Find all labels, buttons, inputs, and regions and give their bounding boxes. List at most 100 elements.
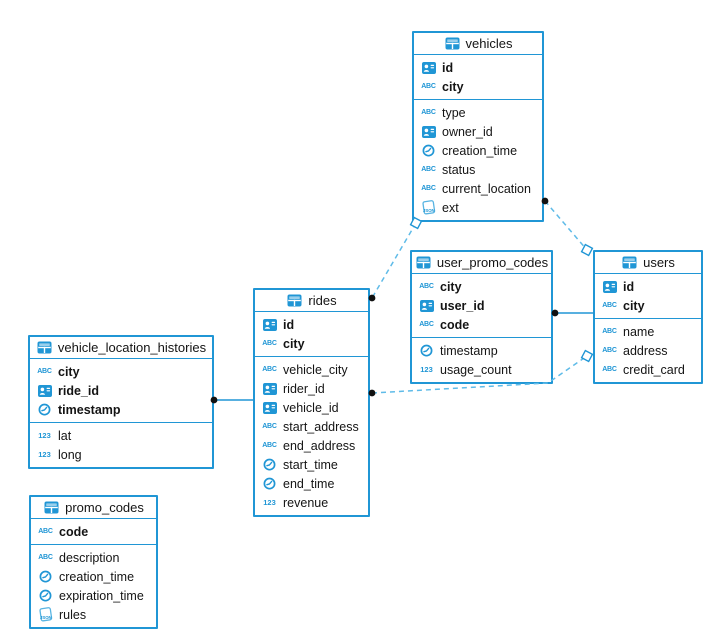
field-label: city [58, 364, 80, 379]
relationship-line[interactable] [544, 200, 588, 251]
relationship-vehicles-rides[interactable] [368, 216, 423, 302]
field-rides-rider_id[interactable]: rider_id [255, 379, 368, 398]
text-abc-icon: ABC [602, 328, 617, 335]
endpoint-dot [210, 396, 218, 404]
field-rides-id[interactable]: id [255, 315, 368, 334]
text-abc-icon: ABC [262, 442, 277, 449]
text-abc-icon: ABC [421, 83, 436, 90]
text-abc-icon: ABC [421, 166, 436, 173]
field-label: id [623, 279, 635, 294]
text-abc-icon: ABC [38, 554, 53, 561]
field-rides-end_address[interactable]: ABC end_address [255, 436, 368, 455]
numeric-123-icon: 123 [263, 498, 276, 507]
field-rides-start_time[interactable]: start_time [255, 455, 368, 474]
field-label: user_id [440, 298, 485, 313]
text-type-icon: ABC [420, 109, 437, 116]
text-type-icon: ABC [420, 166, 437, 173]
numeric-type-icon: 123 [418, 365, 435, 374]
json-type-icon: JSON [37, 607, 54, 622]
field-vehicle_location_histories-city[interactable]: ABC city [30, 362, 212, 381]
field-label: rules [59, 607, 87, 622]
field-vehicles-creation_time[interactable]: creation_time [414, 141, 542, 160]
endpoint-dot [541, 197, 549, 205]
field-promo_codes-creation_time[interactable]: creation_time [31, 567, 156, 586]
id-badge-icon [418, 299, 435, 312]
table-title: vehicles [465, 36, 513, 51]
table-header-rides[interactable]: rides [255, 290, 368, 312]
text-abc-icon: ABC [37, 368, 52, 375]
text-type-icon: ABC [261, 442, 278, 449]
table-header-user_promo_codes[interactable]: user_promo_codes [412, 252, 551, 274]
text-type-icon: ABC [601, 347, 618, 354]
id-badge-icon [261, 401, 278, 414]
table-header-vehicle_location_histories[interactable]: vehicle_location_histories [30, 337, 212, 359]
field-label: credit_card [623, 362, 685, 377]
field-promo_codes-rules[interactable]: JSON rules [31, 605, 156, 624]
field-vehicle_location_histories-lat[interactable]: 123 lat [30, 426, 212, 445]
relationship-vehicles-users[interactable] [541, 197, 594, 257]
table-header-promo_codes[interactable]: promo_codes [31, 497, 156, 519]
json-type-icon: JSON [420, 200, 437, 215]
field-vehicle_location_histories-timestamp[interactable]: timestamp [30, 400, 212, 419]
field-user_promo_codes-user_id[interactable]: user_id [412, 296, 551, 315]
relationship-vehicle_location_histories-rides[interactable] [210, 396, 253, 404]
field-rides-end_time[interactable]: end_time [255, 474, 368, 493]
text-abc-icon: ABC [419, 283, 434, 290]
numeric-123-icon: 123 [420, 365, 433, 374]
field-promo_codes-expiration_time[interactable]: expiration_time [31, 586, 156, 605]
numeric-type-icon: 123 [36, 450, 53, 459]
table-header-vehicles[interactable]: vehicles [414, 33, 542, 55]
table-title: promo_codes [65, 500, 144, 515]
text-type-icon: ABC [37, 554, 54, 561]
field-label: city [623, 298, 645, 313]
field-rides-vehicle_id[interactable]: vehicle_id [255, 398, 368, 417]
field-label: start_address [283, 419, 359, 434]
relationship-line[interactable] [371, 355, 588, 394]
field-user_promo_codes-timestamp[interactable]: timestamp [412, 341, 551, 360]
field-label: end_address [283, 438, 356, 453]
table-header-users[interactable]: users [595, 252, 701, 274]
field-label: lat [58, 428, 72, 443]
numeric-123-icon: 123 [38, 431, 51, 440]
field-vehicle_location_histories-ride_id[interactable]: ride_id [30, 381, 212, 400]
timestamp-clock-icon [418, 344, 435, 357]
relationship-user_promo_codes-users[interactable] [551, 309, 593, 317]
text-type-icon: ABC [418, 321, 435, 328]
field-vehicles-owner_id[interactable]: owner_id [414, 122, 542, 141]
field-users-id[interactable]: id [595, 277, 701, 296]
relationship-rides-users[interactable] [368, 349, 594, 397]
field-label: id [442, 60, 454, 75]
id-badge-icon [601, 280, 618, 293]
field-vehicles-id[interactable]: id [414, 58, 542, 77]
relationship-line[interactable] [371, 222, 417, 299]
